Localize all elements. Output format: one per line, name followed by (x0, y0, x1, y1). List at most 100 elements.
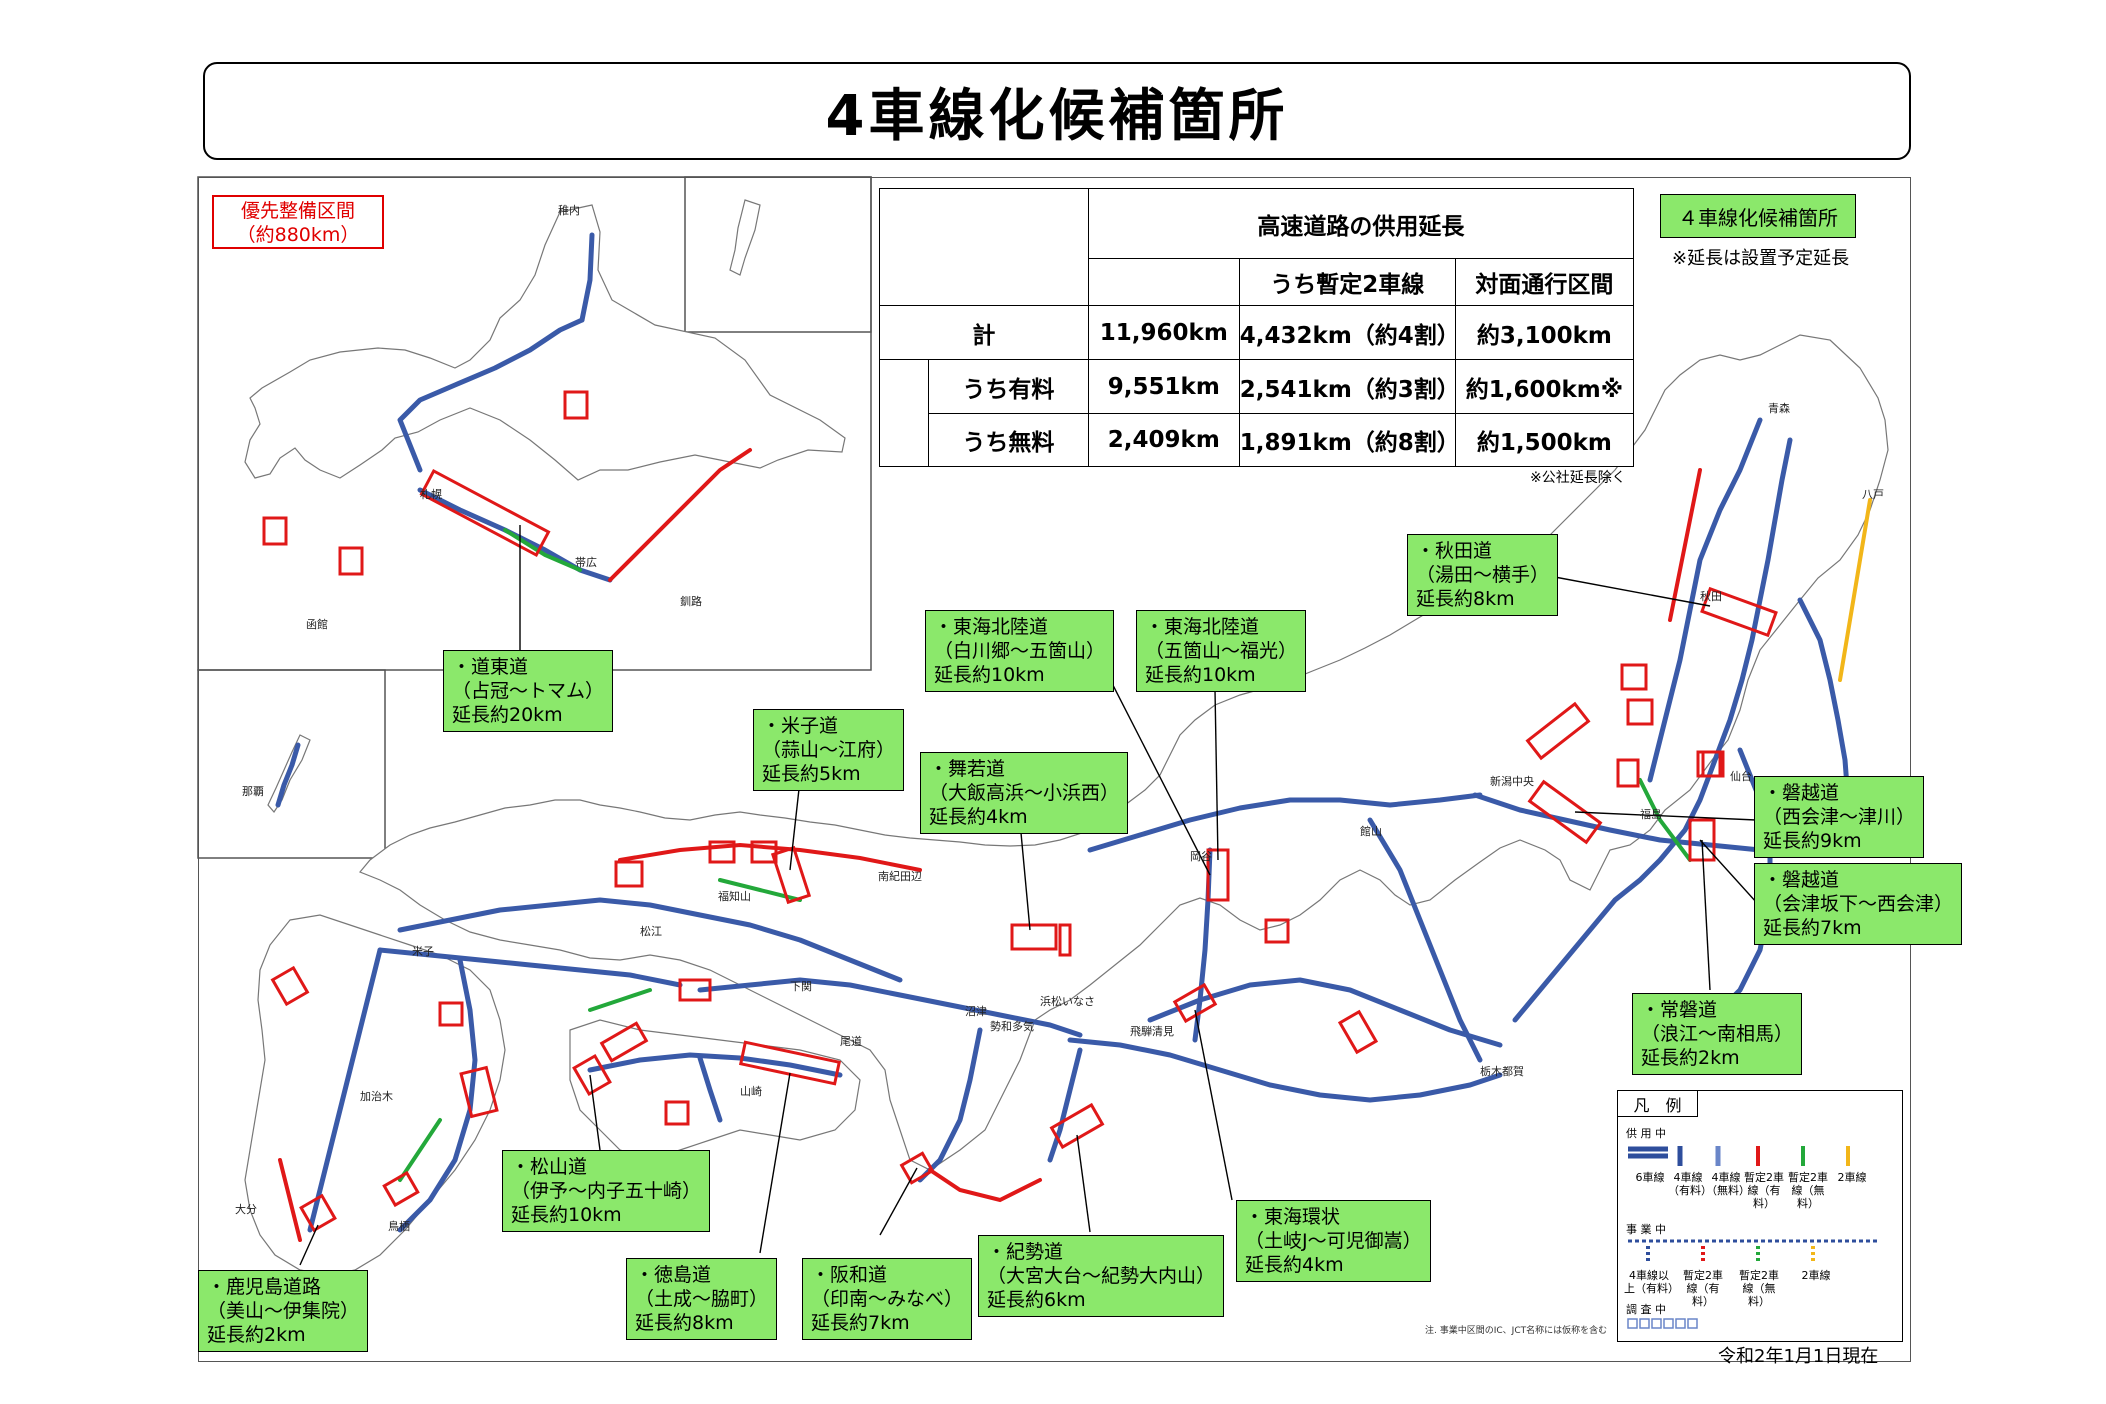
callout-tokushima: ・徳島道（土成～脇町）延長約8km (626, 1258, 778, 1340)
stats-row-label: 計 (879, 305, 1089, 360)
callout-banetsu-2: ・磐越道（会津坂下～西会津）延長約7km (1754, 863, 1963, 945)
stats-subheader-provisional: うち暫定2車線 (1238, 258, 1456, 306)
city-kitakyushu: 米子 (412, 945, 434, 958)
marker-kyushu-4 (382, 1170, 420, 1208)
marker-matsuyama (572, 1053, 612, 1097)
road-tomei (1067, 1037, 1503, 1103)
stats-cell-total: 11,960km (1087, 305, 1240, 360)
city-osaka: 勢和多気 (990, 1019, 1034, 1033)
legend-2lane: 2車線 (1837, 1171, 1867, 1184)
city-naha: 那覇 (242, 785, 264, 798)
city-kobe: 沼津 (965, 1004, 987, 1018)
seg-red-kyushu (278, 1158, 302, 1242)
stats-indent (879, 359, 929, 414)
candidate-markers (262, 390, 1778, 1233)
stats-cell-provisional: 4,432km（約4割） (1238, 305, 1460, 360)
marker-banetsu-2 (1688, 818, 1716, 862)
okinawa-inset-frame (197, 669, 386, 859)
city-kochi: 山崎 (740, 1084, 762, 1098)
road-kisei (1047, 1047, 1083, 1163)
legend-c-2lane: 2車線 (1801, 1269, 1831, 1282)
length-note: ※延長は設置予定延長 (1672, 248, 1850, 269)
seg-red-tohoku (1668, 468, 1702, 622)
marker-banetsu-1 (1527, 779, 1603, 845)
marker-akita (1700, 586, 1778, 638)
map-legend: 凡 例 供 用 中 6車線 4車線（有料） 4車線（無料） 暫定2車線（有料） … (1617, 1090, 1903, 1342)
priority-section-box: 優先整備区間 （約880km） (212, 195, 384, 249)
marker-yonago (770, 845, 812, 905)
stats-subheader-twoway: 対面通行区間 (1454, 258, 1635, 306)
honshu-land (359, 334, 1889, 1171)
city-nagano: 館山 (1360, 824, 1382, 838)
road-tohoku-coast (1797, 597, 1851, 803)
stats-empty-corner (879, 188, 1089, 306)
marker-sanin-3 (750, 840, 778, 864)
seg-green-shikoku (588, 988, 652, 1012)
legend-survey-label: 調 査 中 (1626, 1303, 1666, 1316)
city-hachinohe: 八戸 (1862, 488, 1884, 501)
legend-title: 凡 例 (1618, 1091, 1698, 1117)
road-hokkaido-2 (579, 232, 595, 323)
city-akita: 秋田 (1700, 589, 1722, 603)
marker-tohoku-3 (1620, 663, 1648, 691)
road-chugoku (397, 897, 903, 983)
legend-4lane-free: 4車線（無料） (1706, 1171, 1750, 1197)
callout-tokaihokuriku-1: ・東海北陸道（白川郷～五箇山）延長約10km (925, 610, 1115, 692)
stats-cell-provisional: 1,891km（約8割） (1238, 413, 1460, 467)
road-tohoku-main (1512, 437, 1793, 1023)
legend-prov-toll: 暫定2車線（有料） (1744, 1171, 1784, 1210)
seg-green-hokkaido (503, 528, 582, 572)
title-box: 4車線化候補箇所 (203, 62, 1911, 160)
callout-hanwa: ・阪和道（印南～みなべ）延長約7km (802, 1258, 973, 1340)
marker-doto (419, 468, 551, 558)
road-chuo (1147, 977, 1503, 1048)
marker-kyushu-2 (438, 1001, 464, 1027)
marker-tohoku-2 (1525, 701, 1591, 761)
legend-in-service-label: 供 用 中 (1626, 1127, 1666, 1140)
callout-matsuyama: ・松山道（伊予～内子五十崎）延長約10km (502, 1150, 711, 1232)
city-obihiro: 帯広 (575, 556, 597, 569)
city-labels: 稚内 札幌 帯広 釧路 函館 那覇 青森 八戸 秋田 仙台 新潟中央 福島 栃木… (235, 203, 1884, 1233)
as-of-date: 令和2年1月1日現在 (1718, 1346, 1879, 1367)
callout-akita: ・秋田道（湯田～横手）延長約8km (1407, 534, 1559, 616)
road-hokkaido-3 (417, 487, 613, 583)
city-hakodate: 函館 (306, 617, 328, 631)
city-matsue: 福知山 (718, 889, 751, 903)
city-hiroshima: 松江 (640, 924, 662, 938)
road-hokuriku (1087, 792, 1483, 853)
city-kagoshima: 大分 (235, 1202, 257, 1216)
marker-kyushu-1 (459, 1065, 499, 1119)
marker-tohoku-7 (1696, 750, 1722, 778)
road-shikoku-1 (587, 1052, 843, 1078)
city-wakkanai: 稚内 (558, 203, 580, 217)
stats-cell-total: 2,409km (1087, 413, 1240, 467)
legend-under-construction-label: 事 業 中 (1626, 1223, 1666, 1236)
marker-tohoku-4 (1626, 698, 1654, 726)
priority-label: 優先整備区間 (240, 200, 355, 222)
stats-indent (879, 413, 929, 467)
callout-kisei: ・紀勢道（大宮大台～紀勢大内山）延長約6km (978, 1235, 1225, 1317)
stats-row-toll: うち有料 9,551km 2,541km（約3割） 約1,600km※ (879, 359, 1635, 414)
marker-kyushu-3 (270, 965, 310, 1007)
callout-banetsu-1: ・磐越道（西会津～津川）延長約9km (1754, 776, 1925, 858)
stats-row-label: うち無料 (928, 413, 1089, 467)
callout-tokaikanjo: ・東海環状（土岐J～可児御嵩）延長約4km (1236, 1200, 1431, 1282)
callout-maiwaka: ・舞若道（大飯高浜～小浜西）延長約4km (920, 752, 1129, 834)
seg-red-kii (928, 1168, 1042, 1203)
marker-tokai (1172, 982, 1218, 1024)
city-takamatsu: 尾道 (840, 1034, 862, 1048)
callout-doto: ・道東道（占冠～トマム）延長約20km (443, 650, 614, 732)
city-niigata: 新潟中央 (1490, 774, 1534, 788)
marker-tokushima (738, 1040, 842, 1086)
legend-4lane-toll: 4車線（有料） (1668, 1171, 1712, 1197)
callout-yonago: ・米子道（蒜山～江府）延長約5km (753, 709, 905, 791)
city-nagoya: 飛騨清見 (1130, 1024, 1174, 1038)
marker-kagoshima (299, 1193, 337, 1233)
legend-6lane: 6車線 (1635, 1171, 1665, 1184)
marker-sanin-2 (708, 840, 736, 864)
city-okayama: 下関 (790, 980, 812, 993)
stats-cell-twoway: 約1,600km※ (1454, 359, 1635, 414)
stats-row-free: うち無料 2,409km 1,891km（約8割） 約1,500km (879, 413, 1635, 467)
legend-service-lines (1627, 1146, 1878, 1329)
marker-hokuriku-3 (1337, 1009, 1379, 1055)
